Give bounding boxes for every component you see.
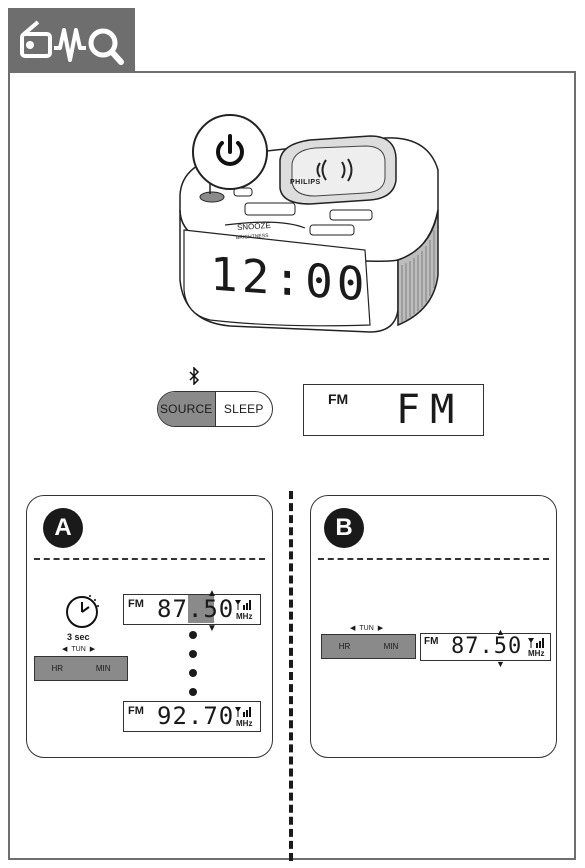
digit-highlight <box>188 595 214 623</box>
tune-up-arrow-icon: ▲ <box>207 588 217 599</box>
clock-radio-illustration <box>179 114 439 333</box>
left-arrow-icon: ◀ <box>62 646 68 653</box>
panel-a-display-top: FM 87.50 MHz <box>123 594 261 625</box>
power-icon <box>216 134 244 166</box>
source-display: FM FM <box>303 384 484 436</box>
frequency-readout: 92.70 <box>157 702 235 730</box>
tune-up-arrow-icon: ▲ <box>496 627 505 637</box>
tune-down-arrow-icon: ▼ <box>207 623 217 634</box>
sequence-dot <box>189 650 197 658</box>
clock-display: 12:00 <box>210 246 369 312</box>
panel-a-badge: A <box>43 508 83 548</box>
panel-b-display: FM 87.50 MHz <box>420 633 551 661</box>
band-label: FM <box>328 391 349 407</box>
source-sleep-buttons: SOURCE SLEEP <box>157 391 273 427</box>
source-button[interactable]: SOURCE <box>158 392 215 426</box>
left-arrow-icon: ◀ <box>350 625 356 632</box>
tun-indicator-b: ◀ TUN ▶ <box>350 624 384 633</box>
unit-label: MHz <box>236 612 253 621</box>
sleep-button[interactable]: SLEEP <box>214 392 273 426</box>
panel-a-display-bottom: FM 92.70 MHz <box>123 701 261 732</box>
signal-icon <box>235 600 251 610</box>
radio-wave-search-icon <box>20 20 124 65</box>
panel-separator <box>289 491 293 861</box>
signal-icon <box>235 707 251 717</box>
source-readout: FM <box>396 387 465 433</box>
sequence-dot <box>189 669 197 677</box>
tune-down-arrow-icon: ▼ <box>496 659 505 669</box>
signal-icon <box>528 638 544 648</box>
hr-button[interactable]: HR <box>51 664 63 673</box>
min-button[interactable]: MIN <box>383 642 399 651</box>
hr-min-buttons-b: HR MIN <box>321 634 416 659</box>
timer-clock-icon <box>66 595 99 628</box>
frequency-readout: 87.50 <box>157 595 235 623</box>
brand-label: PHILIPS <box>290 179 321 186</box>
panel-a-divider <box>34 558 265 560</box>
sequence-dot <box>189 631 197 639</box>
panel-b-badge: B <box>324 508 364 548</box>
header-tab <box>8 8 135 71</box>
tun-label: TUN <box>71 645 86 653</box>
panel-b-divider <box>318 558 549 560</box>
right-arrow-icon: ▶ <box>89 646 96 653</box>
frequency-readout: 87.50 <box>451 634 523 659</box>
right-arrow-icon: ▶ <box>377 625 384 632</box>
bluetooth-icon <box>189 367 200 385</box>
min-button[interactable]: MIN <box>95 664 111 673</box>
unit-label: MHz <box>528 649 545 658</box>
tun-indicator-a: ◀ TUN ▶ <box>62 645 96 654</box>
panel-a <box>26 495 273 758</box>
unit-label: MHz <box>236 719 253 728</box>
sequence-dot <box>189 688 197 696</box>
tun-label: TUN <box>359 624 374 632</box>
band-label: FM <box>424 636 439 647</box>
band-label: FM <box>128 705 144 717</box>
panel-b <box>310 495 557 758</box>
band-label: FM <box>128 598 144 610</box>
hold-time-label: 3 sec <box>67 632 90 642</box>
hr-min-buttons-a: HR MIN <box>34 656 128 681</box>
hr-button[interactable]: HR <box>338 642 351 651</box>
